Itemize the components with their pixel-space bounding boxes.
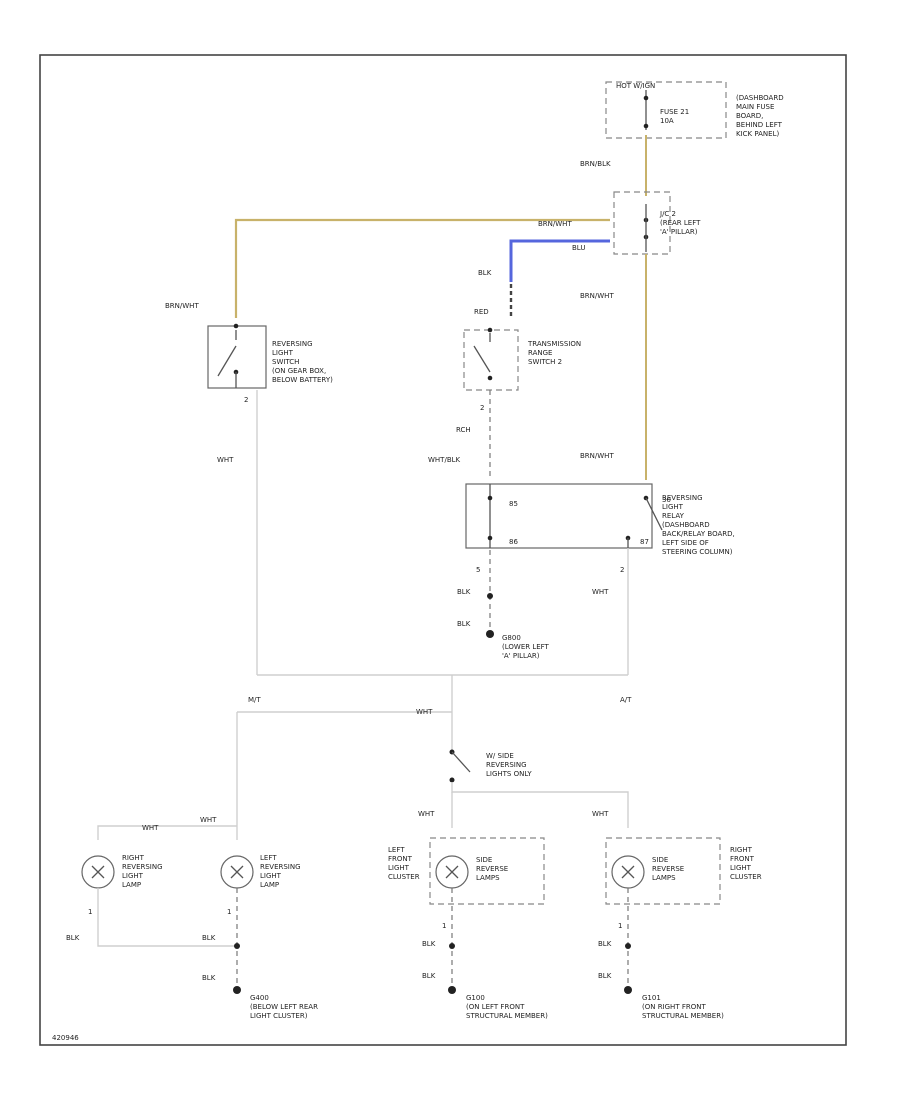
label-wire-brn-wht-3: BRN/WHT xyxy=(165,302,199,310)
label-wire-blk-top: BLK xyxy=(478,269,492,277)
label-blk-c: BLK xyxy=(422,940,436,948)
label-wire-wht-mid: WHT xyxy=(416,708,433,716)
reversing-light-relay-box xyxy=(465,483,653,549)
label-blk-b: BLK xyxy=(202,934,216,942)
label-at: A/T xyxy=(620,696,632,704)
label-wire-red-lower: RCH xyxy=(456,426,471,434)
label-lamp-left-pin: 1 xyxy=(227,908,231,916)
label-relay-pin-85: 85 xyxy=(509,500,518,508)
label-relay-pin-86: 86 xyxy=(509,538,518,546)
label-wire-red: RED xyxy=(474,308,489,316)
label-relay-pin-87: 87 xyxy=(640,538,649,546)
wire-blu xyxy=(509,239,610,282)
label-wire-brn-wht-2: BRN/WHT xyxy=(580,292,614,300)
label-blk-d: BLK xyxy=(598,940,612,948)
label-hot-source: HOT W/IGN xyxy=(616,82,655,90)
diagram-frame xyxy=(39,54,847,1046)
label-wire-blk-1: BLK xyxy=(457,588,471,596)
label-blk-e: BLK xyxy=(202,974,216,982)
label-blk-f: BLK xyxy=(422,972,436,980)
label-relay-pin-30: 30 xyxy=(662,496,671,504)
label-wire-wht-l2: WHT xyxy=(200,816,217,824)
label-wire-wht-left: WHT xyxy=(217,456,234,464)
label-blk-g: BLK xyxy=(598,972,612,980)
jc2-outline xyxy=(613,191,671,255)
wire-brn-wht-left xyxy=(234,218,610,318)
label-pin-side-l: 1 xyxy=(442,922,446,930)
transmission-switch-box xyxy=(463,329,519,391)
label-wire-wht-l1: WHT xyxy=(142,824,159,832)
label-wire-brn-blk: BRN/BLK xyxy=(580,160,611,168)
label-jc2: J/C 2(REAR LEFT'A' PILLAR) xyxy=(659,210,701,236)
label-lamp-right-pin: 1 xyxy=(88,908,92,916)
label-wire-wht-side-r: WHT xyxy=(592,810,609,818)
label-wire-brn-wht-1: BRN/WHT xyxy=(538,220,572,228)
reversing-light-switch-box xyxy=(207,325,267,389)
label-pin-2-relay: 2 xyxy=(620,566,624,574)
fuse-box-outline xyxy=(605,81,727,139)
label-pin-5: 5 xyxy=(476,566,480,574)
label-wire-wht-relay: WHT xyxy=(592,588,609,596)
label-mt: M/T xyxy=(248,696,261,704)
label-wire-wht-side-l: WHT xyxy=(418,810,435,818)
label-blk-a: BLK xyxy=(66,934,80,942)
label-pin-side-r: 1 xyxy=(618,922,622,930)
label-ground-g800: G800(LOWER LEFT'A' PILLAR) xyxy=(502,634,550,660)
label-wire-blk-2: BLK xyxy=(457,620,471,628)
label-wire-brn-wht-4: BRN/WHT xyxy=(580,452,614,460)
label-pin-2-trans: 2 xyxy=(480,404,484,412)
label-wire-blu: BLU xyxy=(572,244,585,252)
label-figure-id: 420946 xyxy=(52,1034,79,1042)
label-pin-2-rev: 2 xyxy=(244,396,248,404)
label-wire-wht-blk: WHT/BLK xyxy=(428,456,461,464)
